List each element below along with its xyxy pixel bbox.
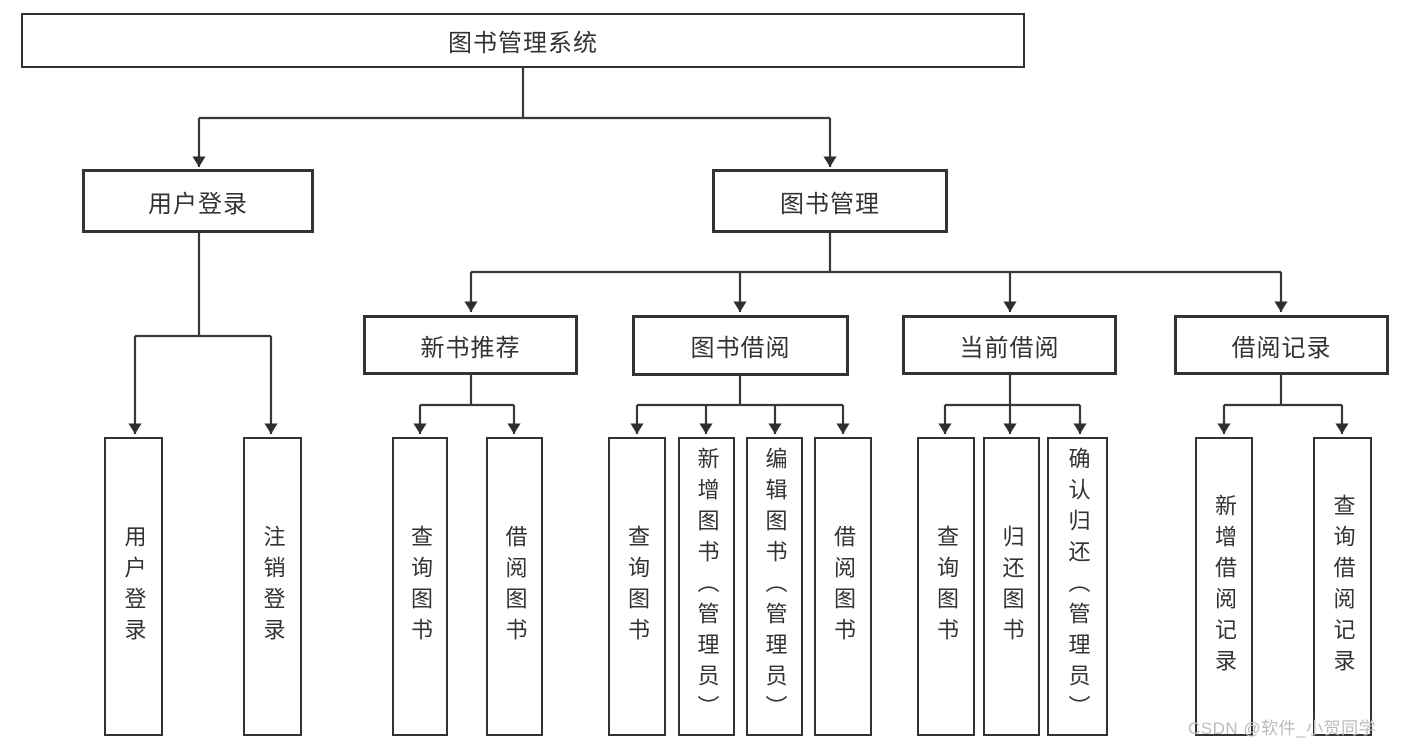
leaf-borrow-books-borrowing: 借阅图书 (814, 437, 872, 736)
node-label: 查询图书 (934, 524, 959, 649)
node-label: 借阅图书 (502, 524, 528, 649)
node-label: 新增图书（管理员） (694, 447, 720, 726)
node-user-login: 用户登录 (82, 169, 314, 233)
node-label: 新增借阅记录 (1212, 493, 1237, 680)
node-current-borrowing: 当前借阅 (902, 315, 1117, 375)
arrow-connectors (128, 118, 1349, 434)
node-label: 用户登录 (148, 190, 248, 218)
node-new-book-recommend: 新书推荐 (363, 315, 578, 375)
node-label: 借阅图书 (831, 524, 856, 649)
leaf-logout: 注销登录 (243, 437, 302, 736)
node-label: 当前借阅 (959, 334, 1060, 362)
node-book-management: 图书管理 (712, 169, 948, 233)
leaf-add-borrow-record: 新增借阅记录 (1195, 437, 1253, 736)
node-label: 查询图书 (625, 524, 650, 649)
node-label: 确认归还（管理员） (1065, 447, 1091, 726)
node-label: 查询借阅记录 (1330, 493, 1356, 680)
leaf-query-books-borrowing: 查询图书 (608, 437, 666, 736)
node-label: 图书借阅 (690, 335, 791, 362)
leaf-add-books-admin: 新增图书（管理员） (678, 437, 735, 736)
tree-elbow-lines (135, 68, 1342, 407)
leaf-borrow-books-recommend: 借阅图书 (486, 437, 543, 736)
node-library-system: 图书管理系统 (21, 13, 1025, 68)
leaf-query-books-current: 查询图书 (917, 437, 975, 736)
leaf-return-books: 归还图书 (983, 437, 1040, 736)
node-label: 借阅记录 (1231, 334, 1332, 362)
node-label: 归还图书 (999, 524, 1025, 649)
leaf-query-books-recommend: 查询图书 (392, 437, 448, 736)
node-label: 注销登录 (260, 524, 286, 649)
leaf-confirm-return-admin: 确认归还（管理员） (1047, 437, 1108, 736)
node-label: 编辑图书（管理员） (762, 447, 788, 726)
leaf-edit-books-admin: 编辑图书（管理员） (746, 437, 803, 736)
node-borrowing-records: 借阅记录 (1174, 315, 1389, 375)
leaf-query-borrow-record: 查询借阅记录 (1313, 437, 1372, 736)
node-label: 图书管理 (780, 190, 880, 218)
node-label: 用户登录 (121, 524, 147, 649)
node-label: 新书推荐 (420, 334, 521, 362)
node-book-borrowing: 图书借阅 (632, 315, 849, 376)
leaf-user-login: 用户登录 (104, 437, 163, 736)
node-label: 图书管理系统 (448, 30, 598, 57)
node-label: 查询图书 (408, 524, 433, 649)
